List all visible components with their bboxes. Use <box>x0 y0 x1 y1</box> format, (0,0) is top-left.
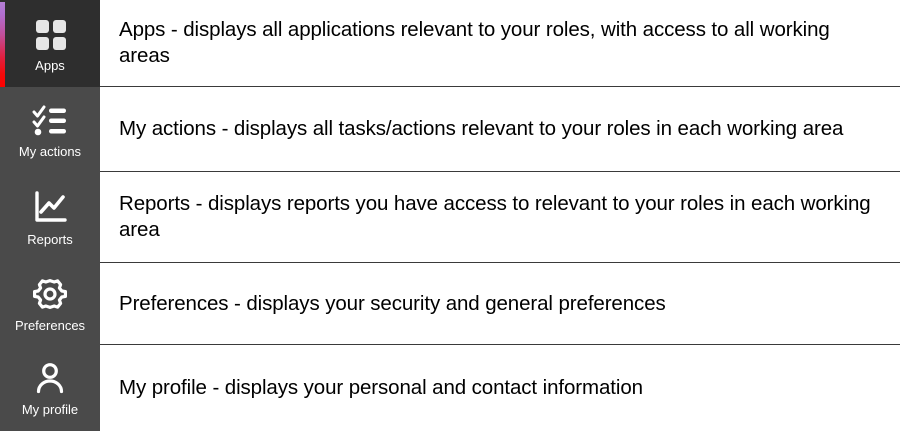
description-text: My profile - displays your personal and … <box>119 376 643 399</box>
sidebar-item-label: Preferences <box>14 318 86 333</box>
row-divider <box>100 344 900 345</box>
description-column: Apps - displays all applications relevan… <box>100 0 900 431</box>
description-text: My actions - displays all tasks/actions … <box>119 117 844 140</box>
sidebar: Apps My actions <box>0 0 100 431</box>
row-divider <box>100 86 900 87</box>
person-icon <box>30 358 70 398</box>
gear-icon <box>30 274 70 314</box>
description-row: My profile - displays your personal and … <box>100 345 900 431</box>
sidebar-item-my-profile[interactable]: My profile <box>0 344 100 431</box>
description-text: Apps - displays all applications relevan… <box>119 18 830 67</box>
row-divider <box>100 262 900 263</box>
sidebar-item-label: My profile <box>21 402 79 417</box>
sidebar-item-my-actions[interactable]: My actions <box>0 87 100 171</box>
row-divider <box>100 171 900 172</box>
checklist-icon <box>30 100 70 140</box>
description-text: Preferences - displays your security and… <box>119 291 666 315</box>
description-text: Reports - displays reports you have acce… <box>119 191 871 241</box>
description-row: My actions - displays all tasks/actions … <box>100 87 900 171</box>
chart-line-icon <box>30 188 70 228</box>
apps-grid-icon <box>30 14 70 54</box>
sidebar-item-preferences[interactable]: Preferences <box>0 263 100 344</box>
sidebar-item-apps[interactable]: Apps <box>0 0 100 87</box>
description-row: Preferences - displays your security and… <box>100 263 900 344</box>
description-row: Apps - displays all applications relevan… <box>100 0 900 86</box>
sidebar-item-label: Apps <box>35 58 65 73</box>
sidebar-item-label: Reports <box>27 231 73 247</box>
sidebar-item-reports[interactable]: Reports <box>0 171 100 263</box>
sidebar-item-label: My actions <box>18 143 82 159</box>
active-item-accent-bar <box>0 2 5 87</box>
description-row: Reports - displays reports you have acce… <box>100 171 900 262</box>
